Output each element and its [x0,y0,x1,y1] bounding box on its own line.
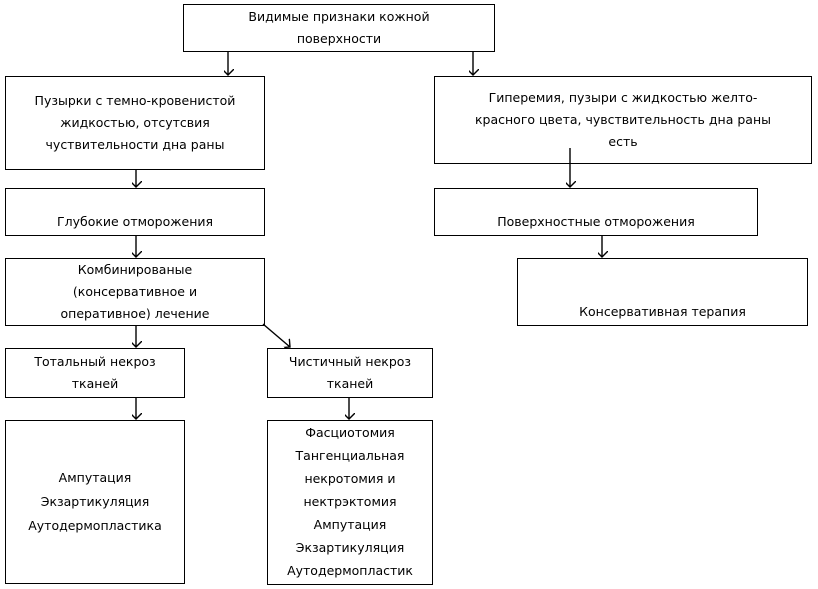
node-partial-treatment-line-7: Аутодермопластик [287,563,413,578]
node-partial-treatment-line-1: Фасциотомия [305,425,395,440]
node-combined-treatment-line-2: (консервативное и [72,284,198,299]
node-partial-treatment-line-3: некротомия и [304,471,396,486]
node-partial-necrosis-line-2: тканей [326,376,374,391]
node-total-necrosis: Тотальный некроз тканей [5,348,185,398]
node-combined-treatment-line-3: оперативное) лечение [60,306,210,321]
node-partial-treatment-line-2: Тангенциальная [295,448,405,463]
node-right-symptoms-line-2: красного цвета, чувствительность дна ран… [474,112,771,127]
node-partial-necrosis-line-1: Чистичный некроз [288,354,412,369]
node-total-necrosis-line-2: тканей [71,376,119,391]
node-deep-frostbite-label: Глубокие отморожения [56,214,214,229]
node-total-treatment-line-3: Аутодермопластика [28,518,162,533]
node-right-symptoms-line-1: Гиперемия, пузыри с жидкостью желто- [488,90,758,105]
node-left-symptoms: Пузырки с темно-кровенистой жидкостью, о… [5,76,265,170]
node-partial-necrosis: Чистичный некроз тканей [267,348,433,398]
node-right-symptoms-line-3: есть [608,134,638,149]
node-root: Видимые признаки кожной поверхности [183,4,495,52]
node-left-symptoms-line-1: Пузырки с темно-кровенистой [34,93,236,108]
arrow-combined-to-partial [262,323,290,347]
node-partial-treatment-line-4: нектрэктомия [303,494,397,509]
node-combined-treatment-line-1: Комбинированые [77,262,193,277]
node-combined-treatment: Комбинированые (консервативное и операти… [5,258,265,326]
node-conservative-therapy-label: Консервативная терапия [579,304,746,319]
node-partial-treatment-line-6: Экзартикуляция [295,540,405,555]
node-left-symptoms-line-3: чуствительности дна раны [45,137,225,152]
node-partial-treatment: Фасциотомия Тангенциальная некротомия и … [267,420,433,585]
node-partial-treatment-line-5: Ампутация [313,517,387,532]
node-total-treatment-line-2: Экзартикуляция [40,494,150,509]
node-deep-frostbite: Глубокие отморожения [5,188,265,236]
node-superficial-frostbite: Поверхностные отморожения [434,188,758,236]
node-root-line-1: Видимые признаки кожной [248,9,430,24]
node-left-symptoms-line-2: жидкостью, отсутсвия [60,115,210,130]
node-right-symptoms: Гиперемия, пузыри с жидкостью желто- кра… [434,76,812,164]
node-superficial-frostbite-label: Поверхностные отморожения [497,214,695,229]
node-total-treatment: Ампутация Экзартикуляция Аутодермопласти… [5,420,185,584]
node-conservative-therapy: Консервативная терапия [517,258,808,326]
node-total-necrosis-line-1: Тотальный некроз [34,354,156,369]
node-root-line-2: поверхности [296,31,382,46]
node-total-treatment-line-1: Ампутация [58,470,132,485]
